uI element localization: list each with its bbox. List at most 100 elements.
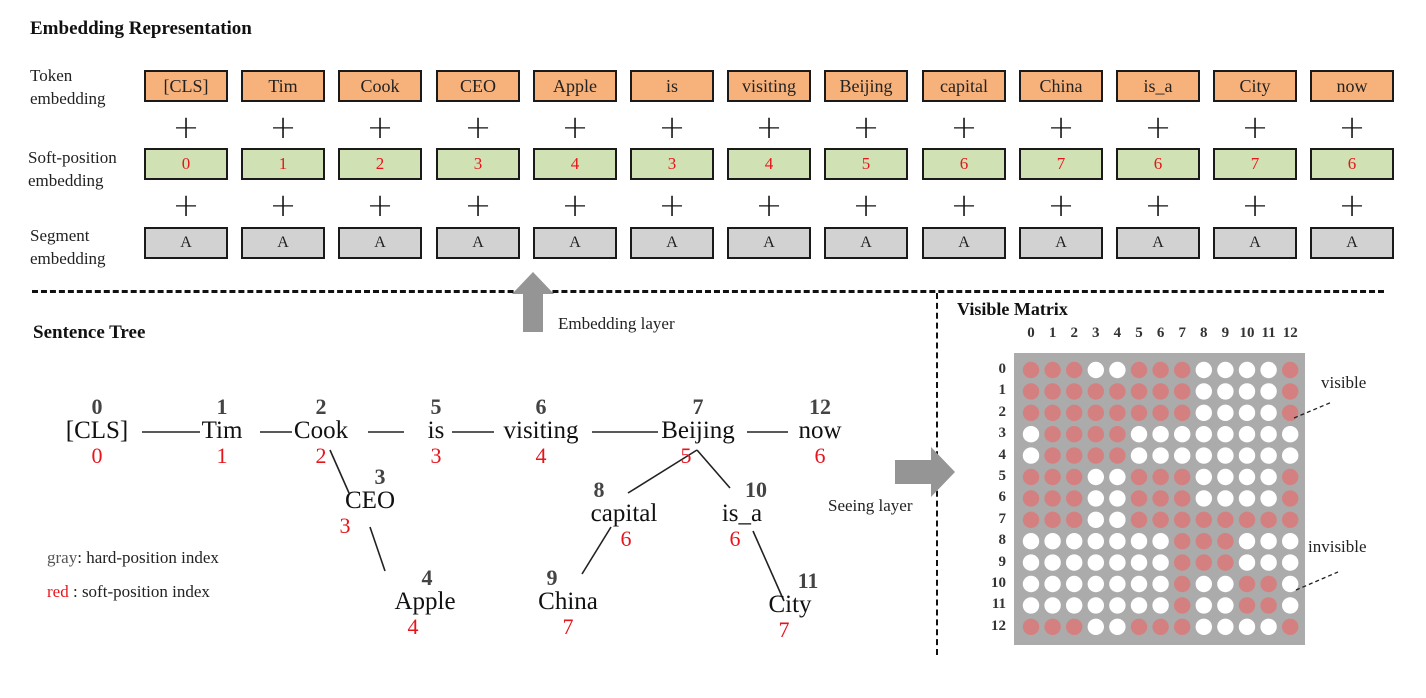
invisible-cell [1130, 597, 1148, 614]
invisible-cell [1152, 554, 1169, 571]
invisible-cell [1195, 618, 1213, 635]
invisible-cell [1087, 511, 1105, 528]
segment-box: A [630, 227, 714, 259]
tree-node-word: Apple [394, 588, 456, 615]
segment-box: A [1019, 227, 1103, 259]
matrix-column-label: 5 [1135, 325, 1143, 341]
plus-sign: + [561, 186, 589, 224]
visible-cell [1217, 533, 1234, 550]
matrix-column-label: 6 [1156, 325, 1165, 341]
invisible-cell [1282, 426, 1299, 443]
plus-sign: + [269, 108, 297, 146]
visible-cell [1130, 511, 1148, 528]
invisible-cell [1238, 468, 1256, 486]
invisible-cell [1238, 361, 1256, 379]
invisible-cell [1152, 575, 1169, 593]
matrix-row-label: 3 [998, 425, 1007, 442]
token-box: now [1310, 70, 1394, 102]
matrix-row-label: 6 [998, 489, 1007, 506]
segment-box: A [824, 227, 908, 259]
matrix-column-label: 7 [1178, 325, 1186, 341]
visible-cell [1260, 575, 1277, 593]
segment-box: A [241, 227, 325, 259]
legend-red-text: : soft-position index [68, 582, 210, 601]
tree-node-word: Tim [201, 417, 243, 444]
segment-box: A [727, 227, 811, 259]
soft-position-index: 4 [407, 614, 419, 639]
plus-sign: + [950, 186, 978, 224]
horizontal-divider [32, 290, 1384, 293]
soft-position-embedding-label: Soft-position embedding [28, 146, 117, 192]
visible-cell [1109, 426, 1126, 443]
invisible-cell [1109, 618, 1126, 635]
seeing-layer-arrow-icon [895, 447, 955, 497]
invisible-cell [1109, 361, 1126, 379]
soft-position-box: 5 [824, 148, 908, 180]
tree-node-word: now [798, 417, 842, 444]
token-box: [CLS] [144, 70, 228, 102]
soft-position-box: 7 [1019, 148, 1103, 180]
invisible-cell [1152, 533, 1169, 550]
edge-beijing-capital [627, 449, 698, 494]
plus-sign: + [755, 108, 783, 146]
invisible-cell [1087, 554, 1105, 571]
segment-box: A [436, 227, 520, 259]
visible-cell [1152, 383, 1169, 400]
invisible-cell [1152, 447, 1169, 464]
tree-node-word: is_a [721, 500, 763, 527]
legend-gray-text: : hard-position index [77, 548, 219, 567]
invisible-cell [1130, 447, 1148, 464]
invisible-cell [1130, 575, 1148, 593]
invisible-cell [1152, 426, 1169, 443]
visible-cell [1152, 618, 1169, 635]
segment-box: A [1310, 227, 1394, 259]
matrix-row-label: 2 [998, 403, 1007, 420]
invisible-cell [1087, 575, 1105, 593]
visible-cell [1066, 511, 1083, 528]
segment-box: A [338, 227, 422, 259]
segment-box: A [533, 227, 617, 259]
hard-position-index: 9 [546, 565, 558, 590]
token-box: Tim [241, 70, 325, 102]
hard-position-index: 12 [809, 394, 831, 419]
hard-position-index: 5 [430, 394, 442, 419]
matrix-row-label: 1 [998, 382, 1007, 399]
soft-position-index: 6 [620, 526, 632, 551]
visible-cell [1174, 490, 1191, 507]
plus-sign: + [1338, 108, 1366, 146]
invisible-cell [1282, 597, 1299, 614]
soft-position-index: 4 [535, 443, 547, 468]
invisible-annotation: invisible [1308, 537, 1367, 556]
invisible-cell [1195, 447, 1213, 464]
visible-leader-line [1293, 401, 1333, 419]
tree-node-word: CEO [345, 487, 395, 514]
invisible-cell [1174, 447, 1191, 464]
invisible-cell [1087, 533, 1105, 550]
segment-box: A [144, 227, 228, 259]
visible-cell [1130, 490, 1148, 507]
token-box: Beijing [824, 70, 908, 102]
soft-position-box: 2 [338, 148, 422, 180]
hard-position-index: 3 [374, 464, 386, 489]
invisible-cell [1130, 426, 1148, 443]
soft-position-index: 7 [778, 617, 790, 642]
matrix-row-label: 0 [998, 361, 1007, 377]
soft-position-box: 3 [436, 148, 520, 180]
plus-sign: + [561, 108, 589, 146]
segment-box: A [1213, 227, 1297, 259]
soft-position-box: 3 [630, 148, 714, 180]
invisible-cell [1260, 533, 1277, 550]
invisible-cell [1087, 490, 1105, 507]
visible-cell [1087, 383, 1105, 400]
invisible-cell [1066, 533, 1083, 550]
invisible-cell [1217, 618, 1234, 635]
invisible-cell [1195, 575, 1213, 593]
soft-position-index: 0 [91, 443, 103, 468]
matrix-column-label: 11 [1261, 325, 1276, 341]
invisible-cell [1238, 533, 1256, 550]
tree-node-word: capital [590, 500, 658, 527]
plus-sign: + [172, 108, 200, 146]
invisible-cell [1217, 361, 1234, 379]
